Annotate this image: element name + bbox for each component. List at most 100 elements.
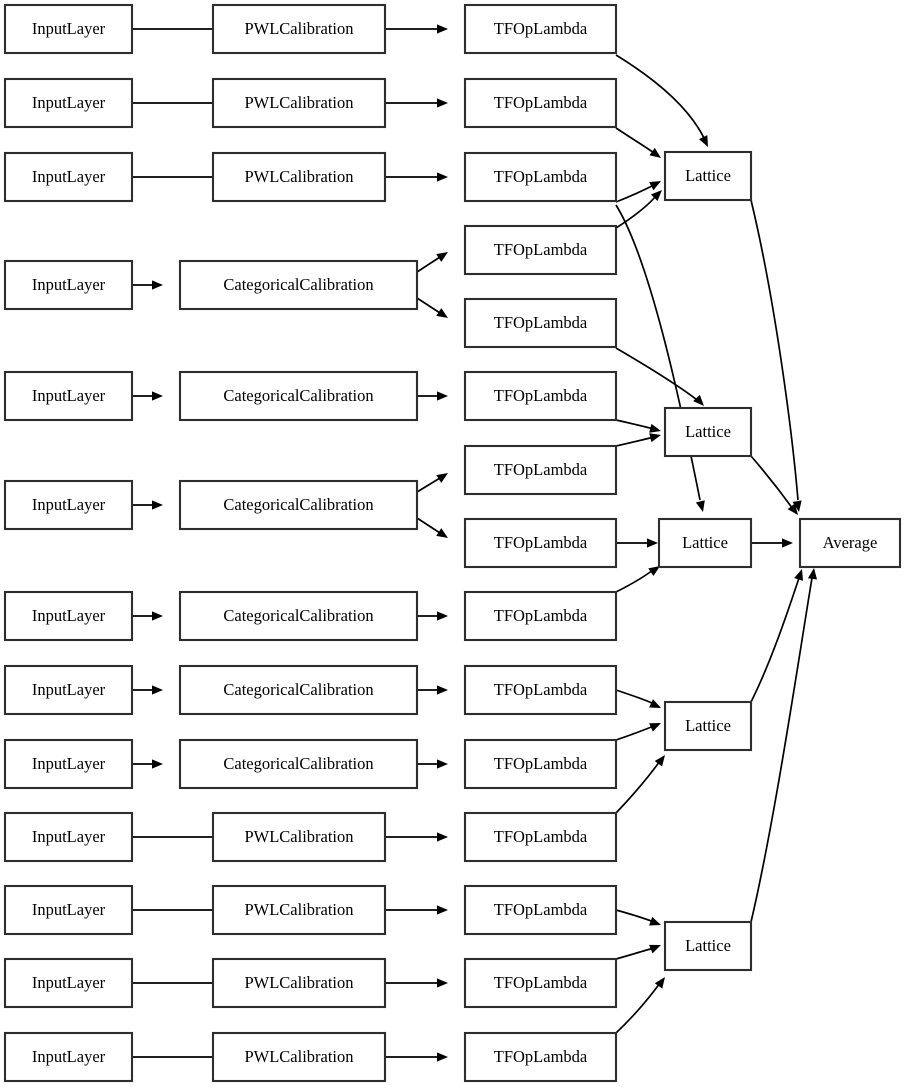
graph-node-in6[interactable]: InputLayer xyxy=(3,479,134,531)
node-box[interactable] xyxy=(211,151,387,203)
node-box[interactable] xyxy=(463,151,618,203)
node-box[interactable] xyxy=(463,224,618,276)
graph-edge xyxy=(385,24,448,34)
graph-node-lam8[interactable]: TFOpLambda xyxy=(463,517,618,569)
node-box[interactable] xyxy=(663,700,753,752)
graph-node-lam1[interactable]: TFOpLambda xyxy=(463,3,618,55)
node-box[interactable] xyxy=(463,370,618,422)
graph-node-cal6[interactable]: CategoricalCalibration xyxy=(178,479,419,531)
graph-node-cal5[interactable]: CategoricalCalibration xyxy=(178,370,419,422)
graph-node-cal11[interactable]: PWLCalibration xyxy=(211,884,387,936)
node-box[interactable] xyxy=(463,517,618,569)
graph-node-in1[interactable]: InputLayer xyxy=(3,3,134,55)
graph-node-in12[interactable]: InputLayer xyxy=(3,957,134,1009)
graph-node-in13[interactable]: InputLayer xyxy=(3,1031,134,1083)
node-box[interactable] xyxy=(3,957,134,1009)
graph-node-in8[interactable]: InputLayer xyxy=(3,664,134,716)
node-box[interactable] xyxy=(211,811,387,863)
node-box[interactable] xyxy=(663,920,753,972)
node-box[interactable] xyxy=(3,151,134,203)
graph-node-lam7[interactable]: TFOpLambda xyxy=(463,444,618,496)
graph-node-in4[interactable]: InputLayer xyxy=(3,259,134,311)
graph-node-lam11[interactable]: TFOpLambda xyxy=(463,738,618,790)
node-box[interactable] xyxy=(3,1031,134,1083)
node-box[interactable] xyxy=(657,517,753,569)
graph-node-cal7[interactable]: CategoricalCalibration xyxy=(178,590,419,642)
node-box[interactable] xyxy=(178,738,419,790)
node-box[interactable] xyxy=(3,259,134,311)
node-box[interactable] xyxy=(463,811,618,863)
node-box[interactable] xyxy=(3,3,134,55)
node-box[interactable] xyxy=(3,370,134,422)
graph-node-lat5[interactable]: Lattice xyxy=(663,920,753,972)
node-box[interactable] xyxy=(463,738,618,790)
node-box[interactable] xyxy=(211,77,387,129)
node-box[interactable] xyxy=(3,77,134,129)
node-box[interactable] xyxy=(463,1031,618,1083)
graph-edge xyxy=(615,204,705,512)
node-box[interactable] xyxy=(463,884,618,936)
graph-node-lam6[interactable]: TFOpLambda xyxy=(463,370,618,422)
graph-node-cal13[interactable]: PWLCalibration xyxy=(211,1031,387,1083)
graph-node-lam2[interactable]: TFOpLambda xyxy=(463,77,618,129)
graph-node-lam5[interactable]: TFOpLambda xyxy=(463,297,618,349)
node-box[interactable] xyxy=(211,957,387,1009)
node-box[interactable] xyxy=(798,517,902,569)
graph-node-cal12[interactable]: PWLCalibration xyxy=(211,957,387,1009)
graph-node-in9[interactable]: InputLayer xyxy=(3,738,134,790)
node-box[interactable] xyxy=(178,664,419,716)
graph-node-in5[interactable]: InputLayer xyxy=(3,370,134,422)
graph-node-lam4[interactable]: TFOpLambda xyxy=(463,224,618,276)
node-box[interactable] xyxy=(211,884,387,936)
node-box[interactable] xyxy=(178,479,419,531)
graph-node-cal9[interactable]: CategoricalCalibration xyxy=(178,738,419,790)
node-box[interactable] xyxy=(3,664,134,716)
graph-node-in11[interactable]: InputLayer xyxy=(3,884,134,936)
graph-node-cal3[interactable]: PWLCalibration xyxy=(211,151,387,203)
node-box[interactable] xyxy=(463,297,618,349)
node-box[interactable] xyxy=(463,590,618,642)
graph-node-lat4[interactable]: Lattice xyxy=(663,700,753,752)
graph-node-in2[interactable]: InputLayer xyxy=(3,77,134,129)
graph-node-lat2[interactable]: Lattice xyxy=(663,406,753,458)
graph-node-lam13[interactable]: TFOpLambda xyxy=(463,884,618,936)
graph-node-lam14[interactable]: TFOpLambda xyxy=(463,957,618,1009)
graph-node-cal10[interactable]: PWLCalibration xyxy=(211,811,387,863)
graph-node-cal1[interactable]: PWLCalibration xyxy=(211,3,387,55)
graph-node-lam9[interactable]: TFOpLambda xyxy=(463,590,618,642)
node-box[interactable] xyxy=(3,811,134,863)
graph-node-lam15[interactable]: TFOpLambda xyxy=(463,1031,618,1083)
graph-node-lat1[interactable]: Lattice xyxy=(663,150,753,202)
node-box[interactable] xyxy=(178,259,419,311)
graph-node-lam3[interactable]: TFOpLambda xyxy=(463,151,618,203)
node-box[interactable] xyxy=(463,664,618,716)
graph-edge xyxy=(615,755,665,814)
node-box[interactable] xyxy=(463,957,618,1009)
node-box[interactable] xyxy=(211,1031,387,1083)
graph-node-lat3[interactable]: Lattice xyxy=(657,517,753,569)
node-box[interactable] xyxy=(463,77,618,129)
node-box[interactable] xyxy=(211,3,387,55)
node-box[interactable] xyxy=(178,590,419,642)
node-box[interactable] xyxy=(663,406,753,458)
graph-node-cal8[interactable]: CategoricalCalibration xyxy=(178,664,419,716)
node-box[interactable] xyxy=(3,590,134,642)
graph-node-cal2[interactable]: PWLCalibration xyxy=(211,77,387,129)
graph-node-lam10[interactable]: TFOpLambda xyxy=(463,664,618,716)
node-box[interactable] xyxy=(463,3,618,55)
graph-node-in10[interactable]: InputLayer xyxy=(3,811,134,863)
graph-edge xyxy=(615,181,661,203)
node-box[interactable] xyxy=(463,444,618,496)
node-box[interactable] xyxy=(663,150,753,202)
node-box[interactable] xyxy=(3,479,134,531)
graph-node-in7[interactable]: InputLayer xyxy=(3,590,134,642)
graph-node-lam12[interactable]: TFOpLambda xyxy=(463,811,618,863)
graph-node-in3[interactable]: InputLayer xyxy=(3,151,134,203)
node-box[interactable] xyxy=(3,884,134,936)
node-box[interactable] xyxy=(3,738,134,790)
edge-arrowhead xyxy=(437,24,448,34)
graph-node-avg[interactable]: Average xyxy=(798,517,902,569)
graph-node-cal4[interactable]: CategoricalCalibration xyxy=(178,259,419,311)
edge-line xyxy=(615,127,655,154)
node-box[interactable] xyxy=(178,370,419,422)
